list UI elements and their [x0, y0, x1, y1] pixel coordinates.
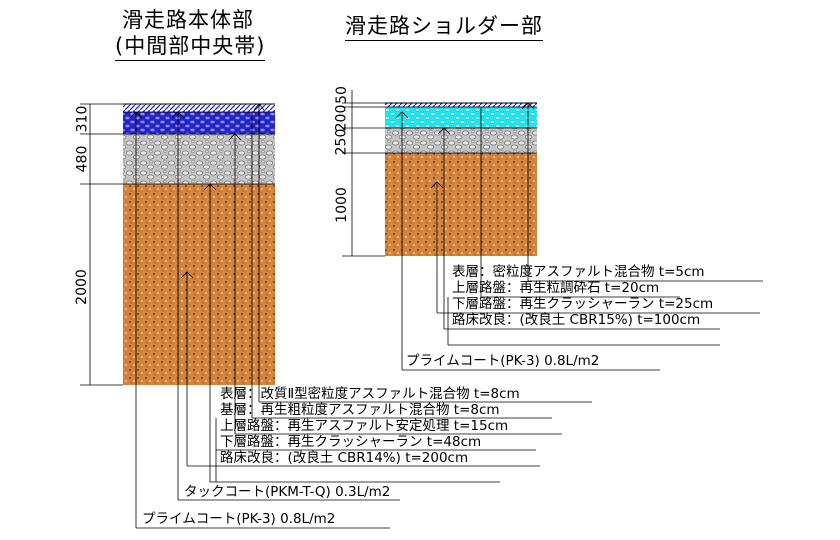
shoulder-prime-coat-label: プライムコート(PK-3) 0.8L/m2 [406, 353, 600, 369]
shoulder-leader-lines [395, 102, 763, 371]
shoulder-section-title: 滑走路ショルダー部 [345, 14, 543, 42]
main-section-title-line1: 滑走路本体部 [122, 8, 254, 32]
shoulder-layer-label-upper-base: 上層路盤：再生粒調砕石 t=20cm [452, 280, 660, 296]
main-upper-base-layer [123, 112, 275, 134]
main-layer-label-lower-base: 下層路盤：再生クラッシャーラン t=48cm [220, 434, 482, 450]
shoulder-dim-200: 200 [333, 104, 350, 132]
main-section-title-line2: (中間部中央帯) [115, 34, 266, 62]
main-leader-lines [129, 103, 592, 529]
main-prime-coat-label: プライムコート(PK-3) 0.8L/m2 [142, 511, 336, 527]
shoulder-layer-label-subgrade: 路床改良：(改良土 CBR15%) t=100cm [452, 312, 701, 328]
shoulder-dim-50: 50 [333, 86, 350, 104]
main-tack-coat-label: タックコート(PKM-T-Q) 0.3L/m2 [184, 484, 391, 500]
shoulder-dimension-lines [342, 90, 385, 257]
main-dim-2000: 2000 [73, 269, 90, 305]
main-layer-label-binder: 基層：再生粗粒度アスファルト混合物 t=8cm [220, 402, 500, 418]
shoulder-layer-label-lower-base: 下層路盤：再生クラッシャーラン t=25cm [452, 296, 714, 312]
shoulder-upper-base-layer [385, 107, 537, 128]
shoulder-surface-layer [385, 103, 537, 107]
main-layer-label-subgrade: 路床改良：(改良土 CBR14%) t=200cm [220, 450, 469, 466]
main-dim-480: 480 [74, 145, 91, 173]
main-layer-label-surface: 表層：改質Ⅱ型密粒度アスファルト混合物 t=8cm [220, 386, 520, 402]
main-surface-layer [123, 104, 275, 112]
main-dimension-lines [80, 103, 123, 386]
shoulder-subgrade-layer [385, 153, 537, 256]
shoulder-layer-label-surface: 表層：密粒度アスファルト混合物 t=5cm [452, 264, 705, 280]
shoulder-dim-1000: 1000 [333, 187, 350, 223]
main-subgrade-layer [123, 184, 275, 385]
main-dim-310: 310 [74, 105, 91, 133]
main-layer-label-upper-base: 上層路盤：再生アスファルト安定処理 t=15cm [220, 418, 509, 434]
shoulder-lower-base-layer [385, 128, 537, 153]
main-lower-base-layer [123, 134, 275, 184]
shoulder-dim-250: 250 [333, 128, 350, 156]
